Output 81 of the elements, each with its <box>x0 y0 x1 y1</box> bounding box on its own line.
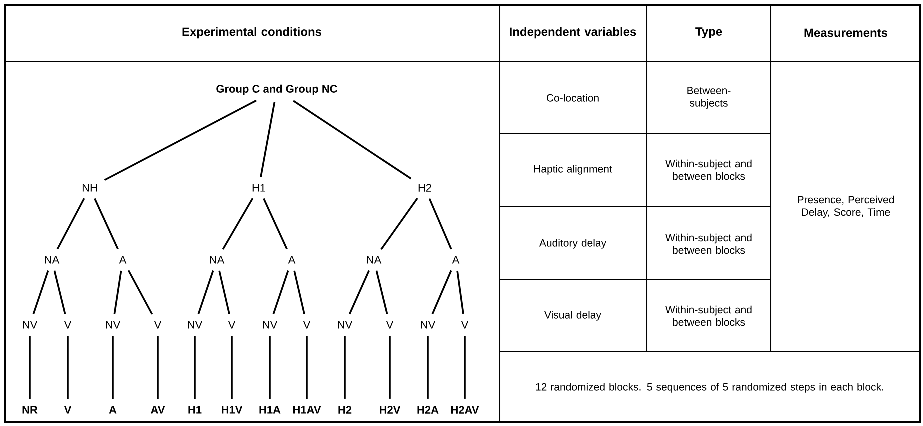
table-cell: Within-subject and between blocks <box>666 234 752 254</box>
tree-branch <box>293 100 412 180</box>
tree-label: H2 <box>338 406 352 414</box>
tree-branch <box>260 102 276 178</box>
tree-branch <box>389 336 391 399</box>
table-cell: Haptic alignment <box>534 165 612 175</box>
tree-label: NA <box>210 256 225 264</box>
tree-label: AV <box>151 406 166 414</box>
tree-branch <box>376 270 388 314</box>
tree-branch <box>56 198 86 250</box>
column-header: Experimental conditions <box>182 27 322 39</box>
table-cell: Within-subject and between blocks <box>666 306 752 326</box>
tree-label: H2 <box>418 184 432 192</box>
tree-label: NR <box>22 406 38 414</box>
column-header: Type <box>696 28 722 38</box>
tree-branch <box>294 270 306 314</box>
tree-label: NV <box>421 321 436 329</box>
tree-label: A <box>288 256 296 264</box>
tree-label: V <box>154 321 162 329</box>
tree-branch <box>54 270 66 314</box>
tree-label: H2A <box>418 406 439 414</box>
tree-branch <box>67 336 69 400</box>
tree-branch <box>104 100 257 182</box>
tree-branch <box>157 336 159 400</box>
tree-branch <box>272 270 290 314</box>
tree-label: NV <box>188 321 203 329</box>
tree-branch <box>29 336 31 400</box>
tree-label: V <box>461 321 469 329</box>
tree-branch <box>456 270 464 314</box>
tree-label: A <box>109 406 117 414</box>
tree-label: NV <box>338 321 353 329</box>
table-cell: Visual delay <box>544 311 602 321</box>
table-cell: Presence, Perceived Delay, Score, Time <box>798 196 894 218</box>
tree-branch <box>432 270 452 315</box>
tree-branch <box>114 270 122 314</box>
tree-branch <box>222 198 254 250</box>
tree-branch <box>194 336 196 400</box>
tree-label: NV <box>263 321 278 329</box>
tree-branch <box>306 336 308 400</box>
tree-branch <box>428 198 452 250</box>
tree-label: NA <box>367 256 382 264</box>
table-cell: Co-location <box>546 94 599 102</box>
tree-branch <box>218 270 230 314</box>
tree-label: A <box>119 256 127 264</box>
tree-label: NV <box>23 321 38 329</box>
tree-label: NV <box>106 321 121 329</box>
column-header: Measurements <box>804 28 888 38</box>
tree-branch <box>427 336 429 399</box>
tree-branch <box>263 198 288 250</box>
tree-label: H1A <box>260 406 281 414</box>
tree-label: H1 <box>252 184 266 192</box>
tree-label: V <box>228 321 236 329</box>
tree-label: V <box>303 321 311 329</box>
tree-label: NA <box>45 256 60 264</box>
tree-label: V <box>64 321 72 329</box>
table-cell: Within-subject and between blocks <box>666 160 752 180</box>
tree-label: H1V <box>222 406 243 414</box>
tree-branch <box>344 336 346 399</box>
tree-branch <box>348 270 370 315</box>
tree-branch <box>198 270 214 314</box>
tree-label: Group C and Group NC <box>216 84 338 96</box>
tree-branch <box>464 336 466 399</box>
table-cell: Between-subjects <box>688 87 731 109</box>
column-header: Independent variables <box>510 27 636 39</box>
tree-branch <box>94 198 119 250</box>
tree-label: V <box>64 406 72 414</box>
tree-label: A <box>452 256 460 264</box>
tree-branch <box>231 336 233 400</box>
tree-label: H1 <box>188 406 202 414</box>
tree-label: H2V <box>380 406 401 414</box>
table-note: 12 randomized blocks. 5 sequences of 5 randomized steps in each block. <box>536 383 884 393</box>
tree-label: H1AV <box>293 406 322 414</box>
tree-label: V <box>386 321 394 329</box>
table-cell: Auditory delay <box>539 239 607 249</box>
tree-branch <box>112 336 114 400</box>
tree-branch <box>269 336 271 400</box>
tree-branch <box>128 270 154 315</box>
tree-branch <box>32 270 50 314</box>
tree-label: H2AV <box>451 406 480 414</box>
tree-branch <box>380 198 418 250</box>
tree-label: NH <box>82 184 98 192</box>
